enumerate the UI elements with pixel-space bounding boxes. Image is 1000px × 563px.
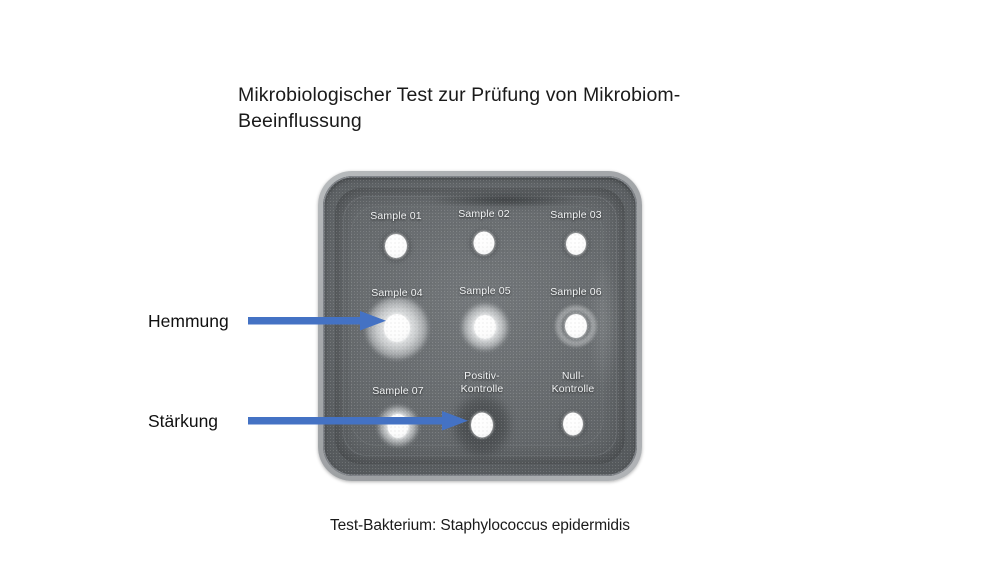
annotation-label-hemmung: Hemmung bbox=[148, 311, 229, 331]
well-core bbox=[473, 231, 495, 255]
well-sample-03 bbox=[560, 228, 592, 260]
page-title: Mikrobiologischer Test zur Prüfung von M… bbox=[238, 84, 681, 132]
agar-smudge-top bbox=[429, 192, 581, 208]
well-sample-06 bbox=[555, 305, 597, 347]
well-core bbox=[565, 314, 587, 338]
well-sample-01 bbox=[379, 229, 413, 264]
well-sample-04 bbox=[366, 297, 428, 359]
annotation-label-staerkung: Stärkung bbox=[148, 411, 219, 431]
well-core bbox=[474, 315, 496, 339]
well-core bbox=[563, 412, 583, 436]
figure-caption: Test-Bakterium: Staphylococcus epidermid… bbox=[330, 517, 630, 534]
well-positiv-kontrolle bbox=[454, 394, 510, 456]
well-sample-02 bbox=[467, 226, 501, 260]
well-core bbox=[471, 412, 493, 438]
annotation-arrow-hemmung bbox=[248, 311, 386, 331]
well-sample-05 bbox=[462, 304, 508, 350]
annotation-arrow-staerkung bbox=[248, 411, 468, 431]
well-null-kontrolle bbox=[557, 408, 589, 440]
well-core bbox=[384, 314, 410, 342]
well-core bbox=[385, 234, 407, 258]
well-core bbox=[566, 233, 586, 255]
